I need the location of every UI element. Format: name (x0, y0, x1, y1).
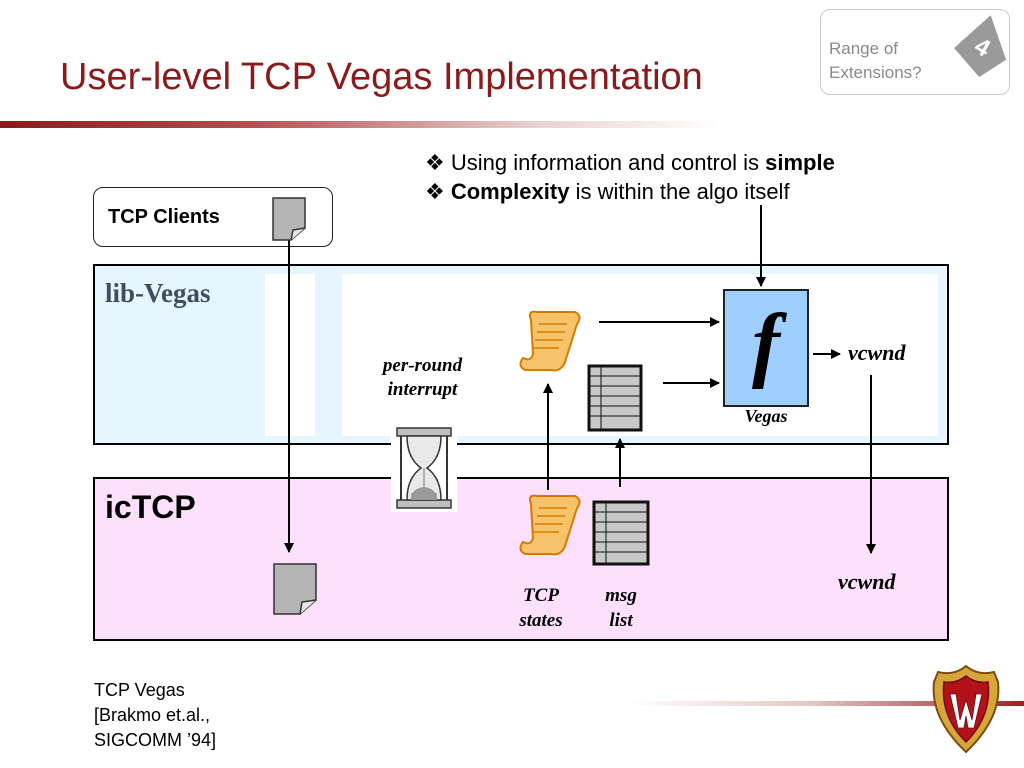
range-of-extensions-badge: Range of Extensions? 4 (820, 9, 1010, 95)
vegas-function-box: f (723, 289, 809, 407)
university-crest-icon (932, 664, 1000, 754)
hourglass-icon (391, 424, 457, 512)
list-table-icon (592, 500, 650, 566)
vcwnd-label-bottom: vcwnd (838, 569, 896, 594)
vcwnd-label-top: vcwnd (848, 340, 906, 365)
tcp-states-label: TCP states (519, 585, 563, 631)
vegas-label: Vegas (744, 406, 788, 426)
document-icon (272, 197, 306, 241)
scroll-icon (519, 494, 581, 556)
reference-credit: TCP Vegas [Brakmo et.al., SIGCOMM ’94] (94, 680, 217, 750)
footer-rule (630, 701, 1024, 706)
bullet-1: ❖ Using information and control is simpl… (425, 150, 835, 175)
number-tag-icon: 4 (951, 12, 1008, 79)
tcp-clients-label: TCP Clients (108, 206, 220, 228)
slide-title: User-level TCP Vegas Implementation (60, 56, 703, 98)
list-table-icon (587, 364, 643, 432)
scroll-icon (519, 310, 581, 372)
bullet-2: ❖ Complexity is within the algo itself (425, 179, 790, 204)
range-badge-line2: Extensions? (829, 63, 922, 82)
diamond-bullet-icon: ❖ (425, 150, 445, 175)
per-round-interrupt-label: per-round interrupt (382, 355, 463, 400)
ictcp-label: icTCP (105, 489, 196, 525)
diamond-bullet-icon: ❖ (425, 179, 445, 204)
lib-vegas-label: lib-Vegas (105, 278, 211, 308)
document-icon (273, 563, 317, 615)
range-badge-line1: Range of (829, 39, 898, 58)
msg-list-label: msg list (605, 585, 637, 631)
function-symbol: f (752, 297, 780, 390)
ictcp-panel: icTCP (93, 477, 949, 641)
title-underline (0, 121, 720, 128)
